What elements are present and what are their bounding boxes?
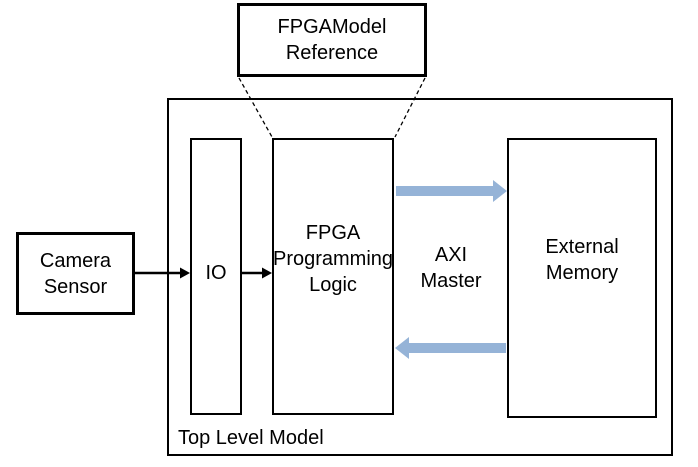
fpga-model-reference-label-line1: FPGAModel xyxy=(277,16,387,38)
fpga-programming-logic-label-line2: Programming xyxy=(272,247,394,270)
camera-sensor-label-line1: Camera xyxy=(39,249,112,272)
external-memory-label-line1: External xyxy=(545,236,619,258)
camera-sensor-label-line2: Sensor xyxy=(43,275,108,298)
fpga-programming-logic-label-line1: FPGA xyxy=(305,221,361,244)
external-memory-box: External Memory xyxy=(507,138,657,418)
fpga-model-reference-box: FPGAModel Reference xyxy=(237,3,427,77)
external-memory-label-line2: Memory xyxy=(545,262,619,284)
io-label: IO xyxy=(205,261,227,284)
axi-master-label: AXI Master xyxy=(395,242,507,294)
fpga-model-reference-label-line2: Reference xyxy=(285,42,379,64)
fpga-programming-logic-label-line3: Logic xyxy=(309,273,357,296)
axi-master-label-line1: AXI xyxy=(434,244,468,266)
camera-sensor-box: Camera Sensor xyxy=(16,232,135,315)
axi-master-label-line2: Master xyxy=(420,270,482,292)
fpga-programming-logic-box: FPGA Programming Logic xyxy=(272,138,394,415)
io-box: IO xyxy=(190,138,242,415)
top-level-model-label: Top Level Model xyxy=(178,427,324,449)
